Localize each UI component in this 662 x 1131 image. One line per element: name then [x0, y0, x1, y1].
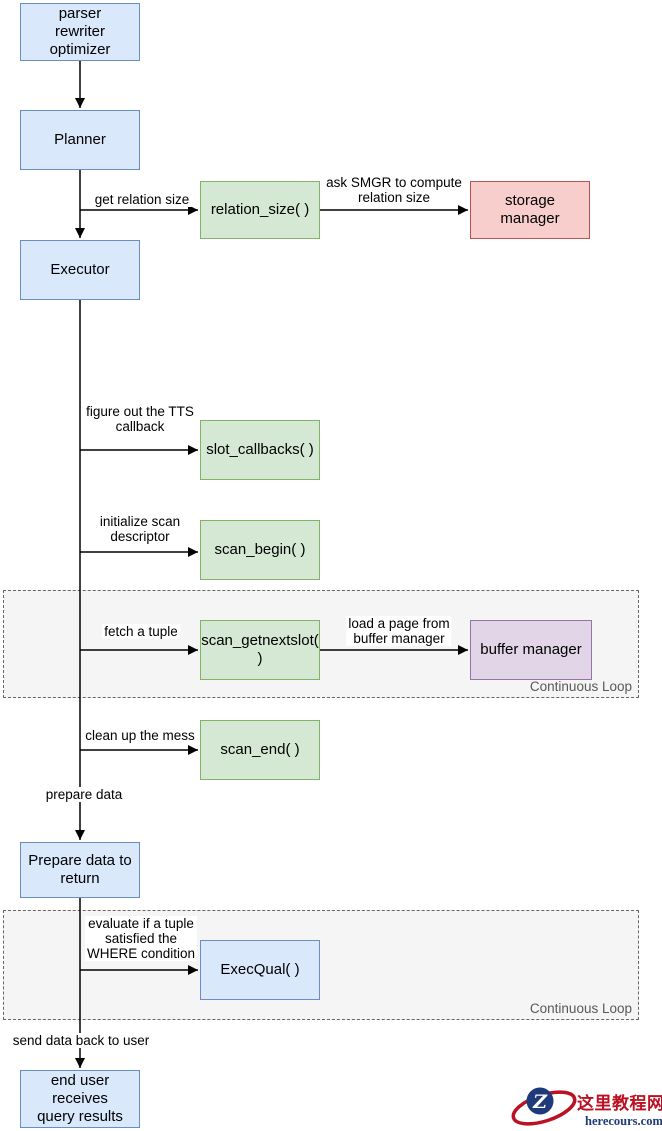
- node-planner: Planner: [20, 110, 140, 170]
- edge-label-prepare-data: prepare data: [43, 787, 125, 802]
- logo-site-title: 这里教程网: [577, 1093, 662, 1113]
- edge-label-get-relation-size: get relation size: [92, 192, 192, 207]
- node-scan-getnextslot: scan_getnextslot( ): [200, 620, 320, 680]
- edge-label-figure-tts: figure out the TTS callback: [84, 404, 196, 434]
- edge-label-load-page: load a page from buffer manager: [346, 616, 452, 646]
- logo-globe-icon: [526, 1087, 554, 1115]
- continuous-loop-label-1: Continuous Loop: [529, 679, 632, 694]
- node-prepare-data-to-return: Prepare data to return: [20, 842, 140, 898]
- node-execqual: ExecQual( ): [200, 940, 320, 1000]
- edge-label-evaluate-where: evaluate if a tuple satisfied the WHERE …: [84, 916, 198, 961]
- node-slot-callbacks: slot_callbacks( ): [200, 420, 320, 480]
- edge-label-fetch-tuple: fetch a tuple: [102, 624, 180, 639]
- node-relation-size: relation_size( ): [200, 181, 320, 239]
- edge-label-initialize-scan: initialize scan descriptor: [97, 514, 183, 544]
- site-watermark-logo: Z 这里教程网 herecours.com: [511, 1087, 662, 1128]
- edge-label-send-back: send data back to user: [10, 1033, 152, 1048]
- node-buffer-manager: buffer manager: [470, 620, 592, 680]
- logo-site-domain: herecours.com: [585, 1114, 662, 1128]
- node-scan-begin: scan_begin( ): [200, 520, 320, 580]
- continuous-loop-label-2: Continuous Loop: [529, 1001, 632, 1016]
- edge-label-clean-up: clean up the mess: [83, 728, 197, 743]
- node-end-user-results: end user receives query results: [20, 1070, 140, 1128]
- edge-label-ask-smgr: ask SMGR to compute relation size: [324, 175, 464, 205]
- logo-letter: Z: [532, 1091, 548, 1113]
- node-executor: Executor: [20, 240, 140, 300]
- node-parser-rewriter-optimizer: parser rewriter optimizer: [20, 3, 140, 61]
- node-scan-end: scan_end( ): [200, 720, 320, 780]
- node-storage-manager: storage manager: [470, 181, 590, 239]
